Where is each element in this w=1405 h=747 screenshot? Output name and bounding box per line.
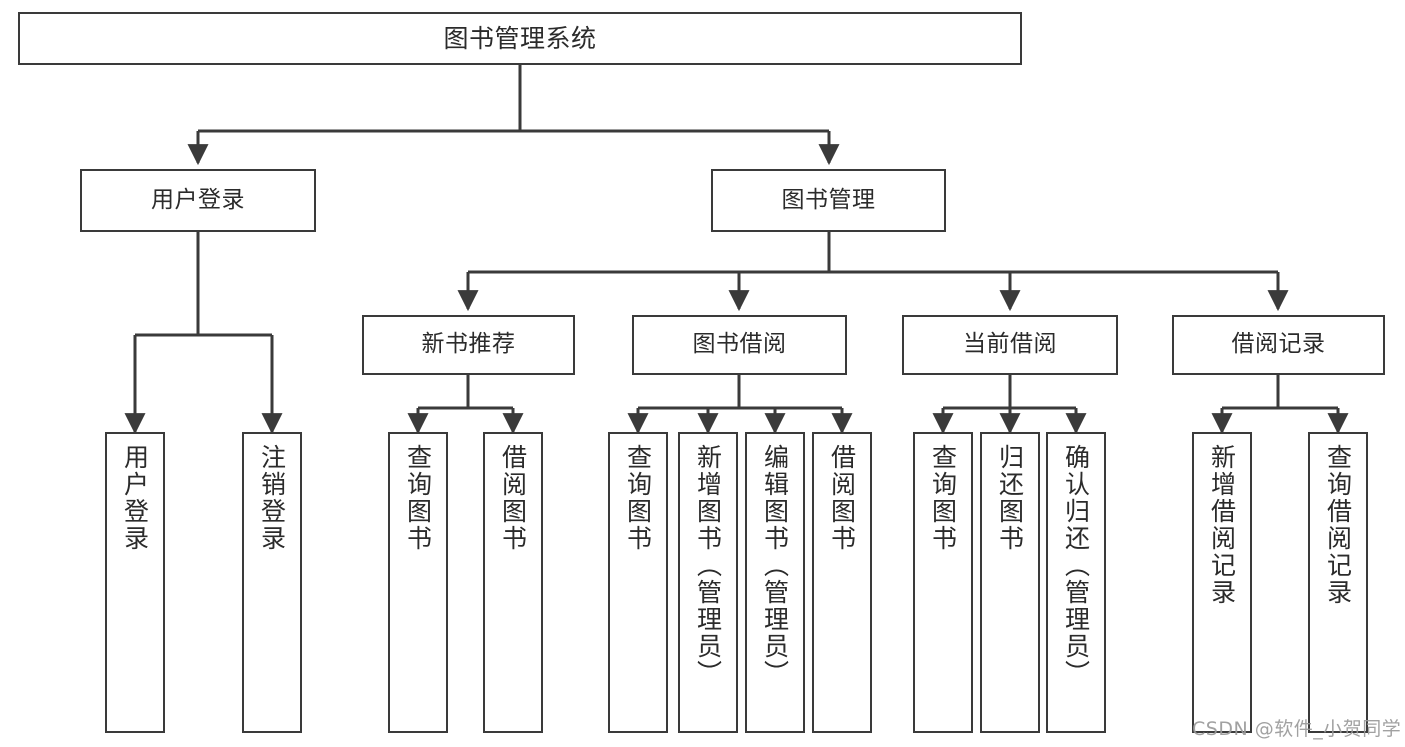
node-label: 归还图书: [995, 444, 1025, 552]
node-label: 借阅图书: [498, 444, 528, 552]
node-label: 新书推荐: [421, 331, 516, 358]
node-label: 用户登录: [151, 186, 245, 213]
node-label: 当前借阅: [963, 331, 1057, 358]
leaf-query-book-current[interactable]: 查询图书: [913, 432, 973, 733]
leaf-query-borrow-record[interactable]: 查询借阅记录: [1308, 432, 1368, 733]
leaf-query-book-borrow[interactable]: 查询图书: [608, 432, 668, 733]
node-label: 借阅图书: [827, 444, 857, 552]
leaf-query-book-new[interactable]: 查询图书: [388, 432, 448, 733]
node-new-book-recommendation[interactable]: 新书推荐: [362, 315, 575, 375]
node-label: 新增图书（管理员）: [693, 444, 723, 687]
node-label: 编辑图书（管理员）: [760, 444, 790, 687]
node-label: 查询图书: [928, 444, 958, 552]
leaf-return-book[interactable]: 归还图书: [980, 432, 1040, 733]
node-label: 图书管理: [781, 186, 876, 213]
node-label: 查询借阅记录: [1323, 444, 1353, 606]
leaf-add-borrow-record[interactable]: 新增借阅记录: [1192, 432, 1252, 733]
node-book-management-system[interactable]: 图书管理系统: [18, 12, 1022, 65]
leaf-add-book-admin[interactable]: 新增图书（管理员）: [678, 432, 738, 733]
node-label: 注销登录: [257, 444, 287, 552]
node-current-borrowing[interactable]: 当前借阅: [902, 315, 1118, 375]
node-label: 用户登录: [120, 444, 150, 552]
node-label: 新增借阅记录: [1207, 444, 1237, 606]
node-book-management[interactable]: 图书管理: [711, 169, 946, 232]
node-user-login[interactable]: 用户登录: [80, 169, 316, 232]
leaf-user-login[interactable]: 用户登录: [105, 432, 165, 733]
leaf-edit-book-admin[interactable]: 编辑图书（管理员）: [745, 432, 805, 733]
node-label: 图书借阅: [692, 331, 787, 358]
node-label: 借阅记录: [1231, 331, 1326, 358]
node-label: 查询图书: [403, 444, 433, 552]
leaf-logout[interactable]: 注销登录: [242, 432, 302, 733]
node-label: 确认归还（管理员）: [1061, 444, 1091, 687]
node-label: 查询图书: [623, 444, 653, 552]
csdn-watermark: CSDN @软件_小贺同学: [1192, 718, 1402, 740]
node-borrowing-record[interactable]: 借阅记录: [1172, 315, 1385, 375]
leaf-borrow-book[interactable]: 借阅图书: [812, 432, 872, 733]
leaf-borrow-book-new[interactable]: 借阅图书: [483, 432, 543, 733]
node-book-borrowing[interactable]: 图书借阅: [632, 315, 847, 375]
leaf-confirm-return-admin[interactable]: 确认归还（管理员）: [1046, 432, 1106, 733]
node-label: 图书管理系统: [443, 23, 597, 53]
